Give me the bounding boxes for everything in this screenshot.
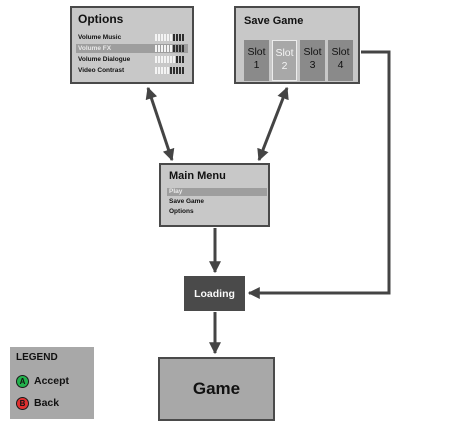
loading-screen: Loading: [184, 276, 245, 311]
legend: LEGEND A Accept B Back: [10, 347, 94, 419]
main-menu-item[interactable]: Save Game: [169, 198, 205, 205]
save-slot-label: Slot: [331, 46, 350, 58]
level-segment: [176, 34, 178, 41]
level-segment: [170, 56, 172, 63]
level-segment: [179, 56, 181, 63]
level-segment: [173, 56, 175, 63]
level-segment: [182, 67, 184, 74]
save-slot-number: 2: [281, 60, 288, 72]
level-meter[interactable]: [155, 56, 184, 63]
save-slot-number: 1: [253, 59, 260, 71]
main-menu-title: Main Menu: [169, 170, 226, 182]
save-slot-number: 4: [337, 59, 344, 71]
save-slot-label: Slot: [275, 47, 294, 59]
level-segment: [173, 45, 175, 52]
options-title: Options: [78, 12, 124, 26]
level-segment: [161, 45, 163, 52]
level-segment: [179, 34, 181, 41]
legend-label-back: Back: [34, 397, 60, 409]
level-segment: [167, 34, 169, 41]
game-screen: Game: [158, 357, 275, 421]
main-menu-item[interactable]: Play: [167, 188, 267, 196]
level-segment: [170, 45, 172, 52]
legend-entry-accept: A Accept: [16, 374, 69, 388]
main-menu-item[interactable]: Options: [169, 208, 194, 215]
level-segment: [161, 34, 163, 41]
options-item[interactable]: Volume Dialogue: [76, 55, 188, 64]
legend-entry-back: B Back: [16, 396, 59, 410]
level-segment: [173, 34, 175, 41]
level-segment: [167, 67, 169, 74]
level-segment: [182, 45, 184, 52]
level-segment: [158, 67, 160, 74]
save-slot-number: 3: [309, 59, 316, 71]
save-slot-label: Slot: [303, 46, 322, 58]
game-label: Game: [192, 379, 241, 398]
options-item-label: Volume Music: [78, 34, 122, 41]
level-segment: [164, 56, 166, 63]
level-segment: [167, 45, 169, 52]
level-segment: [182, 56, 184, 63]
b-button-icon: B: [16, 396, 29, 410]
level-segment: [164, 67, 166, 74]
level-segment: [179, 45, 181, 52]
save-game-title: Save Game: [244, 15, 304, 27]
level-segment: [182, 34, 184, 41]
level-segment: [176, 56, 178, 63]
level-segment: [155, 56, 157, 63]
options-item-label: Volume FX: [78, 45, 112, 52]
options-item-label: Volume Dialogue: [78, 56, 131, 63]
level-segment: [155, 67, 157, 74]
level-meter[interactable]: [155, 67, 184, 74]
level-segment: [170, 34, 172, 41]
options-item[interactable]: Video Contrast: [76, 66, 188, 75]
arrow-savegame-loading: [247, 50, 391, 299]
legend-label-accept: Accept: [34, 375, 70, 387]
level-segment: [170, 67, 172, 74]
level-segment: [173, 67, 175, 74]
save-slot-label: Slot: [247, 46, 266, 58]
level-segment: [164, 45, 166, 52]
level-segment: [176, 45, 178, 52]
arrow-options-mainmenu: [145, 86, 175, 162]
level-segment: [161, 56, 163, 63]
level-segment: [176, 67, 178, 74]
level-segment: [179, 67, 181, 74]
level-segment: [155, 34, 157, 41]
level-segment: [158, 45, 160, 52]
level-segment: [161, 67, 163, 74]
options-item-label: Video Contrast: [78, 67, 125, 74]
a-button-icon: A: [16, 374, 29, 388]
level-segment: [167, 56, 169, 63]
options-item[interactable]: Volume Music: [76, 33, 188, 42]
legend-title: LEGEND: [16, 352, 58, 363]
level-segment: [158, 34, 160, 41]
level-meter[interactable]: [155, 45, 184, 52]
options-item[interactable]: Volume FX: [76, 44, 188, 53]
arrow-savegame-mainmenu: [257, 86, 289, 162]
level-meter[interactable]: [155, 34, 184, 41]
level-segment: [155, 45, 157, 52]
loading-label: Loading: [194, 287, 235, 300]
level-segment: [158, 56, 160, 63]
level-segment: [164, 34, 166, 41]
